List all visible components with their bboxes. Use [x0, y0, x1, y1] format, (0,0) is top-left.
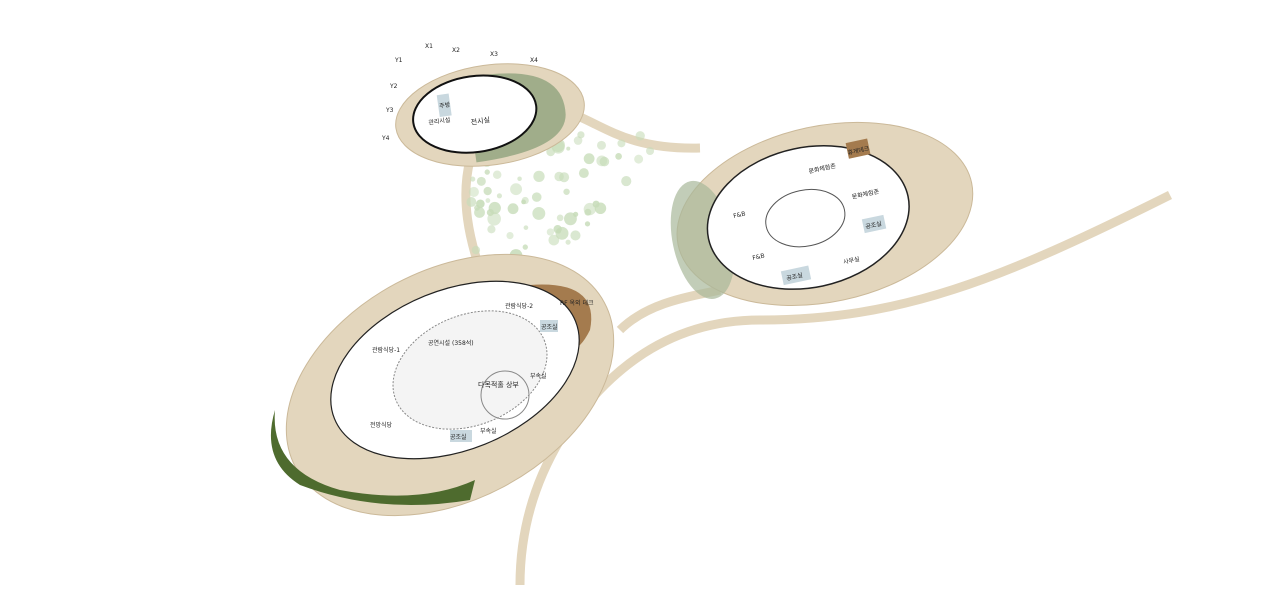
walkway-east-long	[515, 190, 1173, 586]
tree-dot	[492, 170, 502, 180]
tree-dot	[548, 234, 560, 246]
tree-dot	[466, 197, 477, 207]
room-label: 전시실	[470, 115, 490, 127]
room-label: 사무실	[842, 255, 860, 266]
tree-dot	[592, 200, 600, 208]
grid-marker: X3	[490, 51, 498, 58]
tree-dot	[533, 170, 545, 183]
tree-dot	[471, 245, 481, 255]
tree-dot	[507, 203, 519, 215]
tree-dot	[486, 208, 494, 217]
tree-dot	[470, 176, 476, 182]
tree-dot	[487, 225, 496, 234]
tree-dot	[522, 244, 528, 250]
tree-dot	[517, 176, 522, 181]
room-label: 공조실	[865, 219, 883, 230]
tree-dot	[476, 176, 486, 186]
tree-dot	[496, 193, 502, 199]
rest-deck	[845, 138, 871, 159]
tree-dot	[584, 221, 591, 227]
room-label: 관람식당-1	[372, 346, 400, 354]
tree-dot	[546, 228, 555, 236]
tree-dot	[596, 140, 606, 150]
tree-dot	[555, 226, 569, 240]
grid-marker: X4	[530, 57, 538, 64]
room-label: 공조실	[450, 433, 467, 441]
tree-dot	[468, 186, 479, 198]
room-label: 관리시설	[428, 116, 451, 127]
dark-lawn	[270, 410, 475, 505]
tree-dot	[635, 131, 645, 141]
tree-dot	[596, 155, 608, 167]
tree-dot	[563, 188, 570, 195]
tree-dot	[621, 176, 632, 187]
room-label: RF 옥외 데크	[560, 299, 594, 307]
room-label: 부속실	[530, 372, 547, 380]
room-label: 주방	[439, 100, 452, 110]
tree-dot	[474, 204, 480, 211]
tree-dot	[583, 202, 596, 216]
grid-marker: Y2	[389, 83, 398, 90]
tree-dot	[523, 225, 529, 230]
tree-dot	[484, 169, 490, 175]
room-label: F&B	[733, 211, 746, 220]
east-pod: 문화체험존 휴게데크 문화체험존 F&B F&B 공조실 공조실 사무실	[670, 121, 974, 307]
north-pod: 관리시설 주방 전시실	[395, 63, 585, 167]
tree-dot	[573, 136, 583, 145]
room-label: 공조실	[541, 323, 558, 331]
tree-dot	[532, 206, 546, 220]
room-label: 공조실	[786, 271, 804, 282]
room-label: 관람식당-2	[505, 302, 533, 310]
room-label: 부속실	[480, 427, 497, 435]
kitchen-room	[436, 93, 452, 118]
room-label: F&B	[752, 253, 765, 262]
tree-dot	[566, 146, 571, 151]
tree-dot	[559, 172, 570, 183]
tree-dot	[583, 153, 595, 165]
tree-dot	[521, 196, 529, 205]
room-label: 다목적홀 상부	[478, 380, 519, 389]
grid-markers: X1 X2 X3 X4 Y1 Y2 Y3 Y4	[381, 43, 538, 142]
tree-dot	[617, 139, 626, 148]
grid-marker: X2	[452, 47, 460, 54]
tree-dot	[506, 231, 514, 240]
tree-dot	[485, 198, 491, 203]
tree-dot	[634, 154, 644, 164]
tree-dot	[483, 186, 492, 196]
grid-marker: Y1	[394, 57, 403, 64]
tree-dot	[565, 239, 571, 245]
tree-dot	[510, 183, 523, 196]
grid-marker: X1	[425, 43, 433, 50]
tree-dot	[615, 153, 622, 160]
tree-dot	[646, 146, 655, 155]
room-label: 공연시설 (358석)	[428, 339, 474, 347]
south-pod: 관람식당-2 RF 옥외 데크 관람식당-1 공연시설 (358석) 다목적홀 …	[270, 253, 615, 517]
tree-dot	[570, 230, 581, 241]
tree-dot	[531, 192, 542, 202]
tree-dot	[578, 168, 589, 179]
room-label: 전망식당	[370, 421, 393, 429]
grid-marker: Y3	[385, 107, 394, 114]
tree-dot	[564, 212, 577, 226]
grid-marker: Y4	[381, 135, 390, 142]
tree-dot	[556, 214, 564, 222]
